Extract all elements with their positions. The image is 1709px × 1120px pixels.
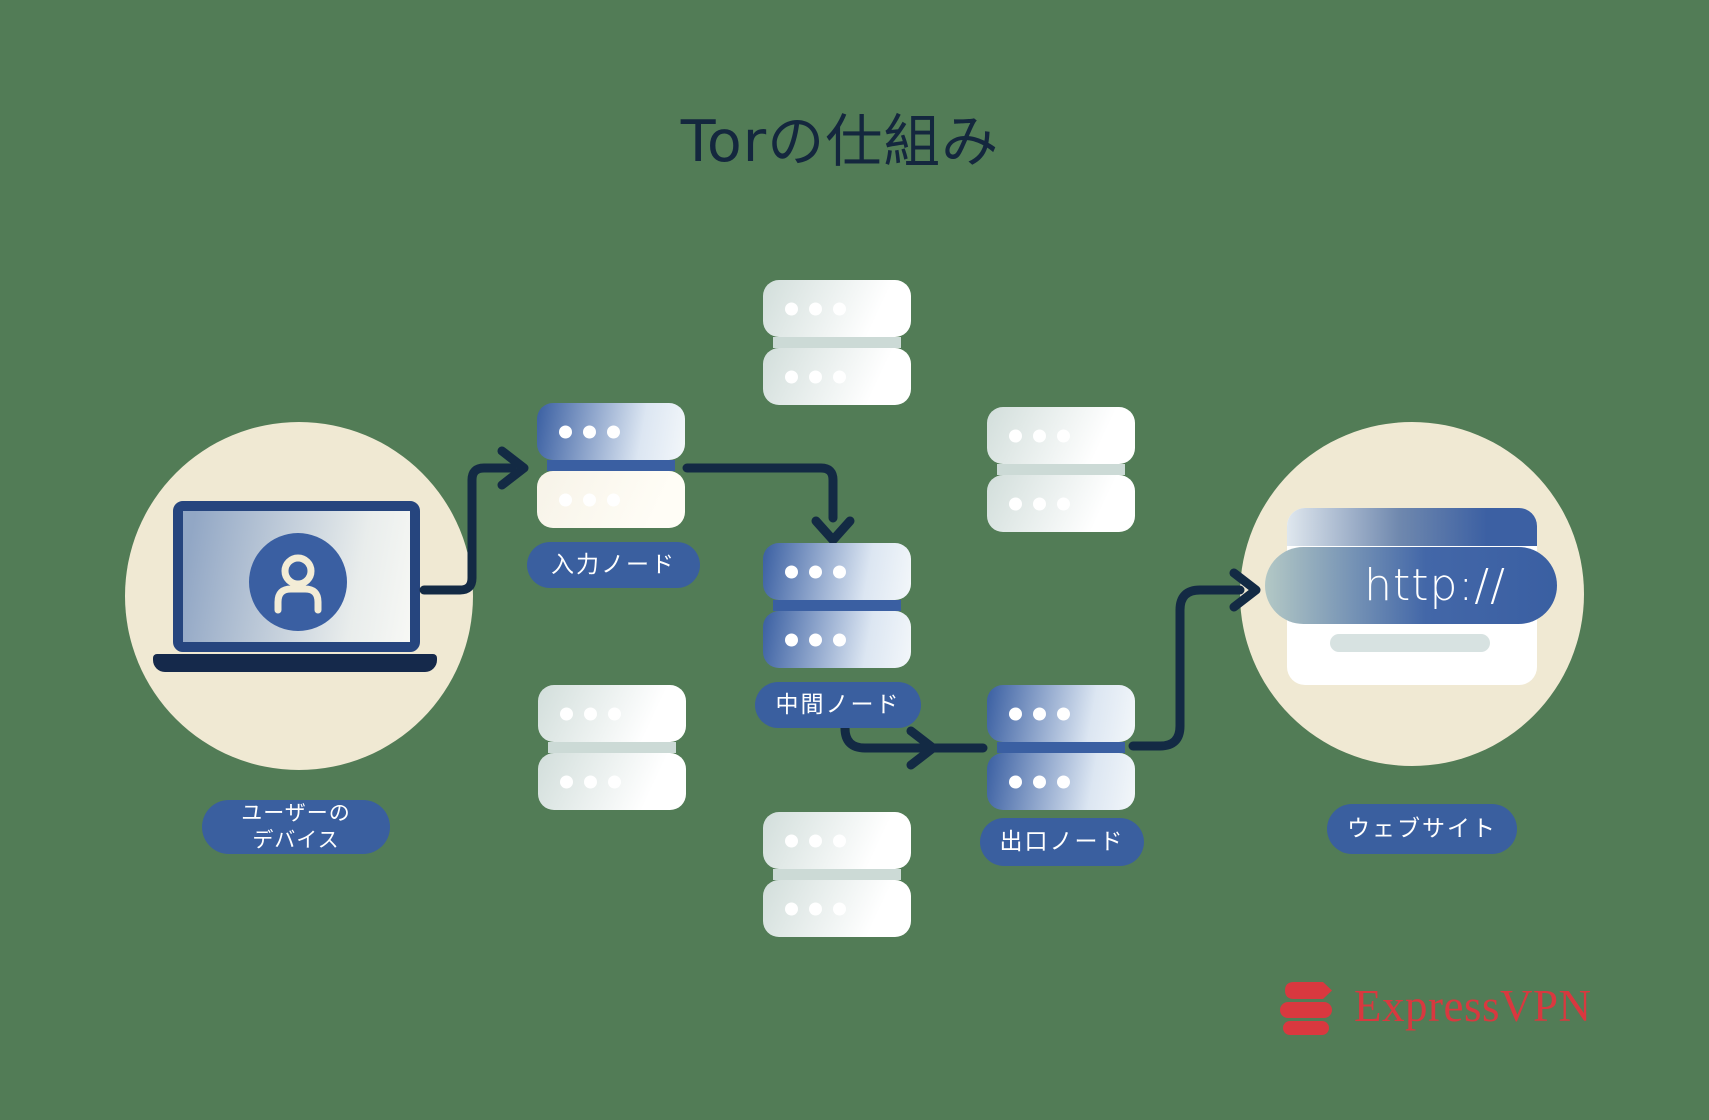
exit-node-label-text: 出口ノード bbox=[999, 828, 1125, 855]
middle-node-label: 中間ノード bbox=[755, 682, 921, 728]
relay-server-icon-right-upper bbox=[987, 407, 1135, 532]
user-device-label-line1: ユーザーの bbox=[241, 801, 351, 825]
expressvpn-logo-icon bbox=[1280, 982, 1332, 1035]
brand-name: ExpressVPN bbox=[1354, 981, 1592, 1031]
laptop-icon bbox=[173, 501, 420, 652]
relay-server-icon-top bbox=[763, 280, 911, 405]
entry-node-server-icon bbox=[537, 403, 685, 528]
page-title: Torの仕組み bbox=[680, 109, 1000, 175]
arrow-exit-to-website bbox=[1128, 568, 1261, 751]
entry-node-label: 入力ノード bbox=[527, 542, 700, 588]
browser-content-placeholder bbox=[1330, 634, 1490, 652]
user-device-label: ユーザーの デバイス bbox=[202, 800, 390, 854]
url-text: http:// bbox=[1364, 560, 1506, 611]
person-icon bbox=[274, 554, 322, 614]
brand-lockup: ExpressVPN bbox=[1280, 977, 1592, 1035]
relay-server-icon-bottom-middle bbox=[763, 812, 911, 937]
exit-node-server-icon bbox=[987, 685, 1135, 810]
arrow-entry-to-middle bbox=[682, 463, 855, 545]
website-label: ウェブサイト bbox=[1327, 804, 1517, 854]
middle-node-label-text: 中間ノード bbox=[775, 691, 901, 718]
relay-server-icon-bottom-left bbox=[538, 685, 686, 810]
arrow-middle-to-exit bbox=[840, 703, 988, 770]
url-address-pill: http:// bbox=[1265, 547, 1557, 624]
website-label-text: ウェブサイト bbox=[1347, 815, 1497, 842]
middle-node-server-icon bbox=[763, 543, 911, 668]
exit-node-label: 出口ノード bbox=[980, 818, 1144, 866]
browser-topbar bbox=[1287, 508, 1537, 546]
arrow-user-to-entry bbox=[419, 446, 529, 595]
user-device-label-line2: デバイス bbox=[252, 828, 340, 852]
user-avatar-icon bbox=[249, 533, 347, 631]
entry-node-label-text: 入力ノード bbox=[551, 551, 676, 578]
laptop-base bbox=[153, 654, 437, 672]
